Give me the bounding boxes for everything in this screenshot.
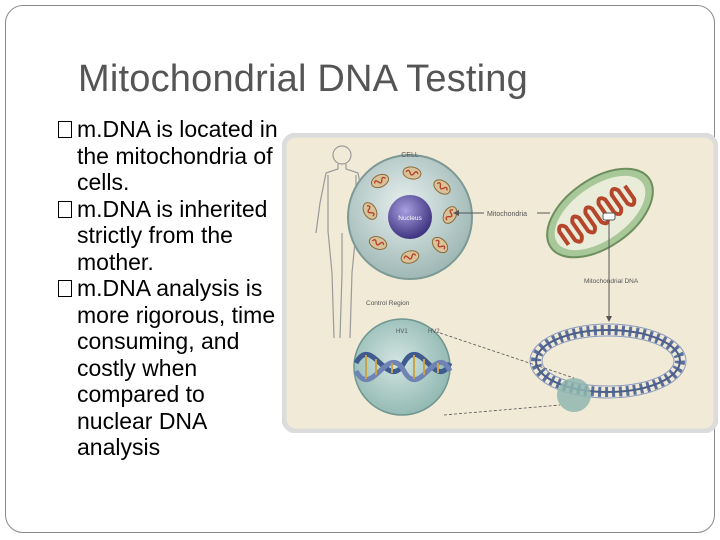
mitochondria-label: Mitochondria bbox=[487, 211, 527, 218]
mtdna-marker bbox=[602, 212, 616, 221]
nucleus-shape bbox=[388, 195, 432, 239]
double-helix bbox=[353, 352, 453, 382]
bullet-box-icon bbox=[58, 121, 72, 138]
mtdna-diagram-svg: CELL Nucleus Mitochondria Mitochondrial … bbox=[282, 133, 718, 433]
slide-title: Mitochondrial DNA Testing bbox=[78, 58, 528, 100]
control-region-highlight bbox=[557, 378, 591, 412]
circular-mtdna bbox=[529, 323, 687, 399]
control-region-label: Control Region bbox=[366, 300, 410, 307]
bullet-item: m.DNA is located in the mitochondria of … bbox=[58, 116, 283, 196]
large-mitochondrion bbox=[546, 167, 654, 259]
bullet-text: m.DNA is inherited strictly from the mot… bbox=[77, 195, 268, 275]
cell-label: CELL bbox=[401, 152, 419, 159]
hv2-label: HV2 bbox=[428, 329, 440, 335]
hv1-label: HV1 bbox=[396, 329, 408, 335]
mtdna-diagram: CELL Nucleus Mitochondria Mitochondrial … bbox=[282, 133, 718, 433]
zoom-line bbox=[443, 404, 561, 416]
nucleus-label: Nucleus bbox=[398, 215, 422, 222]
bullet-text: m.DNA analysis is more rigorous, time co… bbox=[77, 275, 276, 460]
mtdna-label: Mitochondrial DNA bbox=[584, 278, 639, 285]
cell-mitochondria-group bbox=[362, 166, 458, 264]
bullet-item: m.DNA analysis is more rigorous, time co… bbox=[58, 275, 283, 461]
bullet-text: m.DNA is located in the mitochondria of … bbox=[77, 116, 278, 195]
bullet-box-icon bbox=[58, 280, 72, 297]
bullet-item: m.DNA is inherited strictly from the mot… bbox=[58, 196, 283, 276]
bullet-list: m.DNA is located in the mitochondria of … bbox=[58, 116, 283, 461]
bullet-box-icon bbox=[58, 200, 72, 218]
zoom-line bbox=[439, 332, 575, 379]
